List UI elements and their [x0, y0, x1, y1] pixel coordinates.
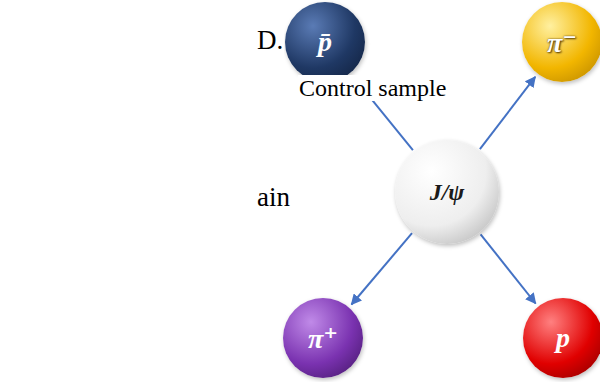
particle-label: p [556, 322, 570, 354]
slide-text-fragment: ain [256, 183, 291, 213]
decay-arrow [481, 234, 536, 303]
particle-sphere: π⁻ [522, 2, 600, 82]
particle-sphere: J/ψ [395, 140, 499, 244]
particle-label: π⁻ [547, 26, 577, 59]
particle-label: J/ψ [430, 179, 465, 206]
slide-text-fragment: Control sample [298, 75, 447, 101]
particle-sphere: p̄ [285, 2, 365, 82]
slide-text-fragment: D. [256, 26, 284, 56]
particle-label: p̄ [318, 26, 332, 58]
particle-sphere: π⁺ [283, 298, 363, 378]
decay-arrow [480, 77, 535, 149]
particle-sphere: p [523, 298, 600, 378]
particle-label: π⁺ [308, 322, 338, 355]
decay-arrow [352, 233, 413, 304]
